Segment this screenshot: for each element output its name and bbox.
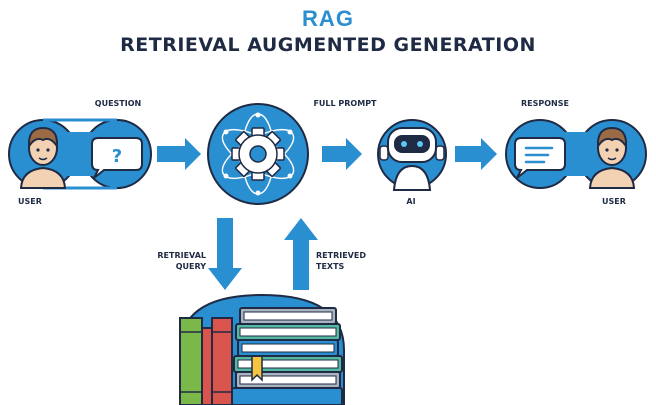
response-bubble-icon [514, 137, 566, 179]
page-subtitle: RETRIEVAL AUGMENTED GENERATION [120, 34, 536, 56]
ai-robot-icon [377, 119, 447, 191]
gear-icon [231, 127, 285, 181]
knowledge-base-books-icon [179, 293, 345, 405]
user-left-icon [19, 126, 67, 189]
user-right-icon [588, 126, 636, 189]
user-left-label: USER [18, 197, 42, 206]
user-right-label: USER [602, 197, 626, 206]
question-bubble-icon: ? [91, 137, 143, 179]
full-prompt-label: FULL PROMPT [313, 99, 377, 108]
response-label: RESPONSE [521, 99, 569, 108]
question-label: QUESTION [94, 99, 142, 108]
arrow-prompt-to-ai [322, 138, 362, 170]
arrow-retrieved-texts [284, 218, 318, 290]
arrow-ai-to-response [455, 138, 497, 170]
ai-label: AI [406, 197, 416, 206]
arrow-retrieval-query [208, 218, 242, 290]
page-title: RAG [302, 6, 354, 31]
arrow-question-to-model [157, 138, 201, 170]
question-mark: ? [112, 146, 122, 167]
